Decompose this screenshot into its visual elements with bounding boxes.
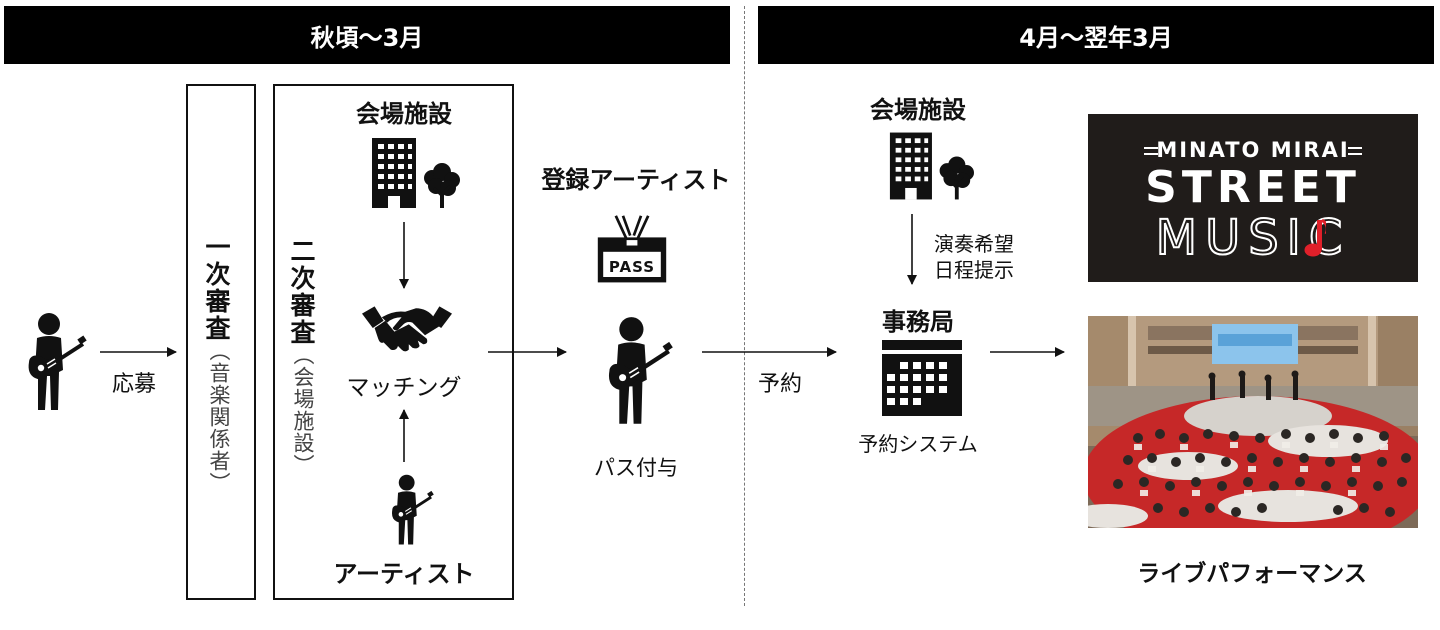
pass-badge: PASS [596, 214, 668, 290]
artist-label: アーティスト [333, 560, 475, 588]
registered-artist-label: 登録アーティスト [541, 166, 731, 194]
street-music-logo: MINATO MIRAI STREET MUSIC [1088, 114, 1418, 282]
pass-grant-label: パス付与 [594, 456, 678, 480]
schedule-line-2: 日程提示 [934, 258, 1014, 282]
reserve-label: 予約 [758, 372, 803, 397]
office-label: 事務局 [882, 308, 954, 336]
building-right-icon [888, 132, 974, 200]
apply-label: 応募 [112, 372, 157, 397]
phase-1-label: 秋頃〜3月 [310, 23, 424, 52]
phase-2-label: 4月〜翌年3月 [1019, 23, 1173, 52]
guitarist-icon [22, 312, 88, 412]
logo-line-3: MUSIC [1155, 209, 1351, 267]
venue-facility-right-label: 会場施設 [870, 96, 966, 124]
pass-guitarist-icon [602, 316, 674, 426]
handshake-icon [362, 300, 452, 356]
booking-system-label: 予約システム [858, 432, 978, 456]
first-review-box [186, 84, 256, 600]
first-review-title: 一次審査 [202, 234, 231, 342]
calendar-icon [882, 340, 962, 416]
phase-bar-2: 4月〜翌年3月 [758, 6, 1434, 64]
logo-line-2: STREET [1145, 162, 1361, 213]
second-review-box [273, 84, 514, 600]
phase-divider [744, 6, 745, 606]
second-review-title: 二次審査 [287, 238, 316, 346]
music-note-icon [1304, 218, 1326, 257]
logo-rule-right [1348, 147, 1362, 155]
building-icon [370, 138, 460, 208]
venue-facility-label: 会場施設 [356, 100, 452, 128]
live-performance-photo [1088, 316, 1418, 528]
phase-bar-1: 秋頃〜3月 [4, 6, 730, 64]
first-review-note: （音楽関係者） [207, 340, 231, 494]
artist-guitarist-icon [388, 474, 434, 546]
second-review-note: （会場施設） [291, 344, 315, 476]
logo-line-1: MINATO MIRAI [1156, 138, 1350, 162]
pass-text: PASS [608, 258, 656, 276]
matching-label: マッチング [346, 375, 462, 401]
live-photo-illustration [1088, 316, 1418, 528]
live-performance-label: ライブパフォーマンス [1137, 561, 1367, 587]
logo-rule-left [1144, 147, 1158, 155]
schedule-line-1: 演奏希望 [934, 232, 1014, 256]
